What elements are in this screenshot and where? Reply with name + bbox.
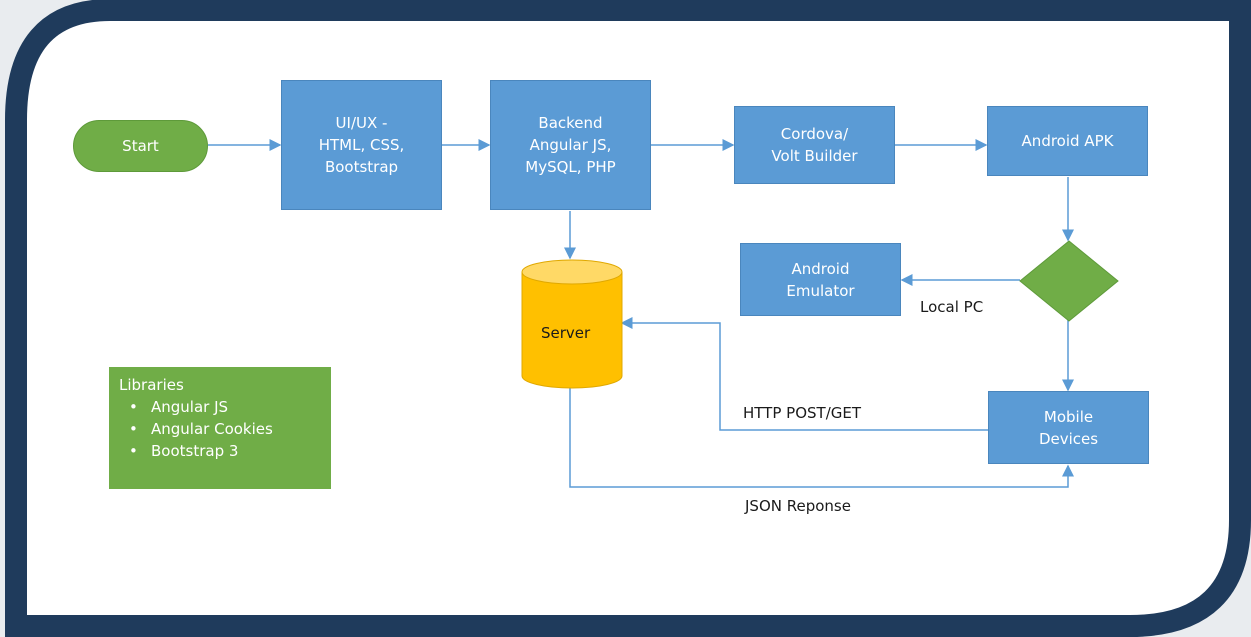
android-emulator-box: Android Emulator — [740, 243, 901, 316]
library-item: Angular Cookies — [119, 418, 321, 440]
libraries-list: Angular JS Angular Cookies Bootstrap 3 — [119, 396, 321, 462]
libraries-title: Libraries — [119, 376, 184, 394]
library-item: Bootstrap 3 — [119, 440, 321, 462]
edge-mobile-server — [620, 317, 988, 431]
server-label: Server — [541, 324, 591, 342]
cordova-box: Cordova/ Volt Builder — [734, 106, 895, 184]
edge-server-mobile — [569, 388, 1074, 488]
local-pc-label: Local PC — [920, 298, 984, 316]
start-terminal: Start — [73, 120, 208, 172]
android-apk-box: Android APK — [987, 106, 1148, 176]
http-label: HTTP POST/GET — [743, 404, 862, 422]
uiux-box: UI/UX - HTML, CSS, Bootstrap — [281, 80, 442, 210]
libraries-box: Libraries Angular JS Angular Cookies Boo… — [109, 367, 331, 489]
library-item: Angular JS — [119, 396, 321, 418]
server-database — [521, 259, 623, 389]
json-response-label: JSON Reponse — [745, 497, 851, 515]
backend-box: Backend Angular JS, MySQL, PHP — [490, 80, 651, 210]
decision-diamond — [1019, 240, 1119, 322]
mobile-devices-box: Mobile Devices — [988, 391, 1149, 464]
